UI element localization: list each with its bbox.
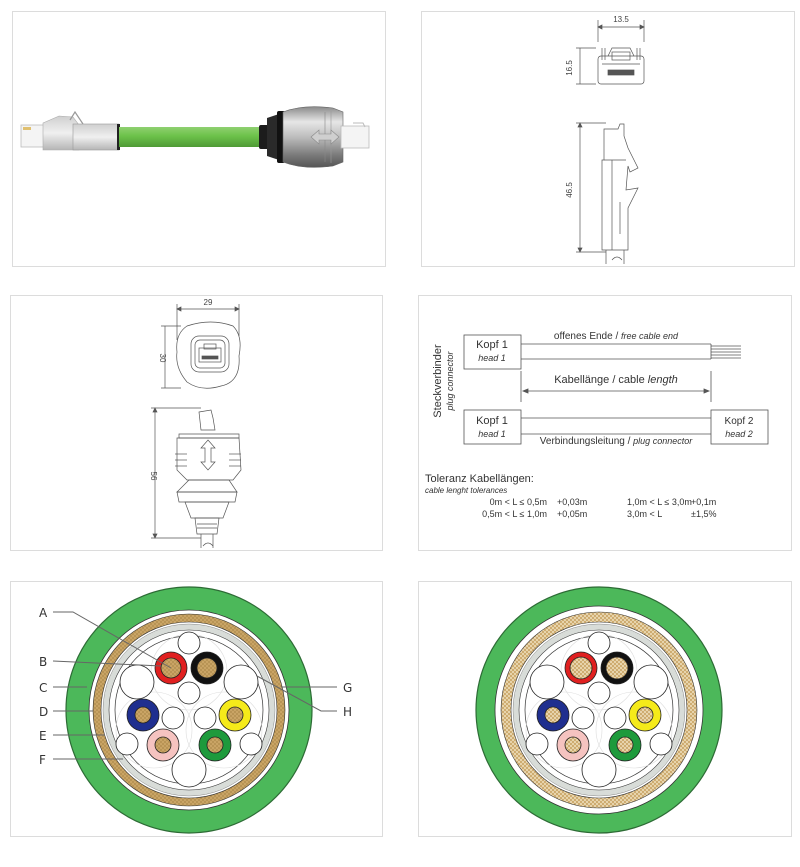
tolerance-range: 3,0m < L: [627, 509, 662, 519]
tolerance-range: 0,5m < L ≤ 1,0m: [482, 509, 547, 519]
panel-cross-section-labeled: A B C D E F G H: [10, 581, 383, 837]
callout-d: D: [39, 705, 48, 719]
side-label-de: Steckverbinder: [432, 344, 444, 418]
callout-b: B: [39, 655, 47, 669]
tolerance-range: 0m < L ≤ 0,5m: [490, 497, 547, 507]
callout-a: A: [39, 606, 48, 620]
tolerance-range: 1,0m < L ≤ 3,0m: [627, 497, 692, 507]
side-label-en: plug connector: [445, 350, 455, 411]
tolerance-value: +0,05m: [557, 509, 587, 519]
top-cable-label: offenes Ende / free cable end: [554, 331, 679, 342]
panel-cable-schematic: Steckverbinder plug connector Kopf: [418, 295, 792, 551]
top-head-label-en: head 1: [478, 353, 506, 363]
cable-length-label: Kabellänge / cable length: [554, 374, 678, 386]
green-cable: [119, 127, 263, 147]
connector-dimension-drawing: 29 30 56: [149, 298, 242, 548]
top-head-label-de: Kopf 1: [476, 339, 508, 351]
bottom-cable-label: Verbindungsleitung / plug connector: [540, 436, 693, 447]
tolerance-value: +0,1m: [691, 497, 716, 507]
rj45-length-label: 46.5: [565, 182, 574, 198]
callout-e: E: [39, 729, 47, 743]
rj45-height-label: 16.5: [565, 60, 574, 76]
cable-cross-section-labeled: A B C D E F G H: [39, 586, 352, 834]
callout-g: G: [343, 681, 352, 695]
bottom-head2-label-de: Kopf 2: [725, 416, 754, 427]
cable-schematic: Steckverbinder plug connector Kopf: [425, 331, 769, 519]
tolerance-value: ±1,5%: [691, 509, 716, 519]
panel-product-photo: [12, 11, 386, 267]
panel-rj45-dimensions: 13.5 16.5 46.5: [421, 11, 795, 267]
panel-connector-dimensions: 29 30 56: [10, 295, 383, 551]
tolerance-value: +0,03m: [557, 497, 587, 507]
tolerance-title-en: cable lenght tolerances: [425, 486, 507, 495]
cable-assembly-illustration: [20, 106, 370, 168]
cross-section-a: [65, 586, 313, 834]
rj45-dimension-drawing: 13.5 16.5 46.5: [565, 15, 645, 264]
connector-width-label: 29: [204, 298, 213, 307]
cross-section-b: [475, 586, 723, 834]
tolerance-title-de: Toleranz Kabellängen:: [425, 473, 534, 485]
connector-length-label: 56: [149, 472, 158, 481]
connector-height-label: 30: [158, 354, 167, 363]
bottom-head1-label-de: Kopf 1: [476, 415, 508, 427]
cable-cross-section-plain: [475, 586, 723, 834]
rj45-plug-left: [20, 110, 120, 151]
panel-cross-section-plain: [418, 581, 792, 837]
bottom-head2-label-en: head 2: [725, 429, 753, 439]
rj45-width-label: 13.5: [613, 15, 629, 24]
callout-f: F: [39, 753, 46, 767]
bottom-head1-label-en: head 1: [478, 429, 506, 439]
callout-c: C: [39, 681, 47, 695]
m12-push-pull-connector: [259, 106, 370, 168]
callout-h: H: [343, 705, 352, 719]
